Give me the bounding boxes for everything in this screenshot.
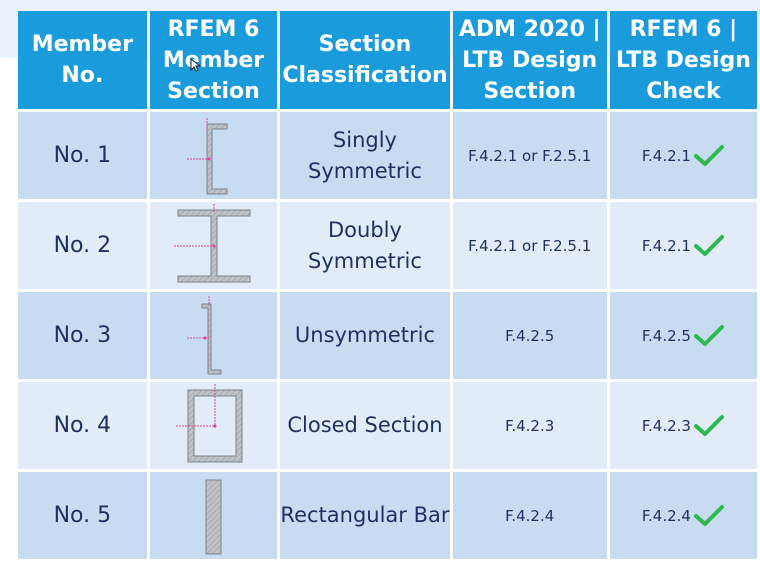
check-clause: F.4.2.1	[641, 146, 691, 165]
check-clause: F.4.2.3	[641, 416, 691, 435]
member-no: No. 2	[18, 202, 147, 289]
table-row: No. 1 Singly Symmetric F.4.2.1 or F.2.5.…	[18, 112, 757, 199]
section-classification: Rectangular Bar	[280, 472, 450, 559]
table-row: No. 2 Doubly Symmetric F.4.2.1 or F.2.5.…	[18, 202, 757, 289]
ltb-design-check: F.4.2.1	[609, 112, 757, 199]
header-row: Member No. RFEM 6 Member Section Section…	[18, 11, 757, 109]
ltb-design-check: F.4.2.4	[609, 472, 757, 559]
table-row: No. 4 Closed Section F.4.2.3 F.4.2.3	[18, 382, 757, 469]
check-icon	[693, 324, 725, 348]
table-row: No. 3 Unsymmetric F.4.2.5 F.4.2.5	[18, 292, 757, 379]
check-result: F.4.2.3	[642, 414, 725, 438]
section-cell	[149, 472, 278, 559]
check-icon	[693, 504, 725, 528]
check-result: F.4.2.1	[642, 234, 725, 258]
section-classification: Unsymmetric	[280, 292, 450, 379]
adm-design-section: F.4.2.5	[452, 292, 607, 379]
header-member-no: Member No.	[18, 11, 147, 109]
check-result: F.4.2.1	[642, 144, 725, 168]
member-no: No. 3	[18, 292, 147, 379]
i-beam-section-icon	[150, 203, 278, 288]
table-row: No. 5 Rectangular Bar F.4.2.4 F.4.2.4	[18, 472, 757, 559]
adm-design-section: F.4.2.3	[452, 382, 607, 469]
adm-design-section: F.4.2.1 or F.2.5.1	[452, 202, 607, 289]
member-no: No. 4	[18, 382, 147, 469]
section-cell	[149, 292, 278, 379]
channel-section-icon	[150, 114, 278, 198]
check-clause: F.4.2.4	[641, 506, 691, 525]
section-classification: Doubly Symmetric	[280, 202, 450, 289]
check-icon	[693, 414, 725, 438]
header-member-section: RFEM 6 Member Section	[149, 11, 278, 109]
check-icon	[693, 234, 725, 258]
box-section-icon	[150, 383, 278, 468]
check-clause: F.4.2.1	[641, 236, 691, 255]
member-no: No. 1	[18, 112, 147, 199]
member-no: No. 5	[18, 472, 147, 559]
header-adm-design-section: ADM 2020 | LTB Design Section	[452, 11, 607, 109]
header-section-classification: Section Classification	[280, 11, 450, 109]
section-classification: Closed Section	[280, 382, 450, 469]
adm-design-section: F.4.2.4	[452, 472, 607, 559]
header-ltb-design-check: RFEM 6 | LTB Design Check	[609, 11, 757, 109]
section-cell	[149, 202, 278, 289]
ltb-design-check: F.4.2.1	[609, 202, 757, 289]
mouse-cursor-icon	[190, 57, 202, 72]
section-classification: Singly Symmetric	[280, 112, 450, 199]
z-section-icon	[150, 294, 278, 378]
check-result: F.4.2.4	[642, 504, 725, 528]
rectangular-bar-icon	[150, 474, 278, 558]
ltb-design-check: F.4.2.3	[609, 382, 757, 469]
ltb-design-check: F.4.2.5	[609, 292, 757, 379]
adm-design-section: F.4.2.1 or F.2.5.1	[452, 112, 607, 199]
check-result: F.4.2.5	[642, 324, 725, 348]
section-cell	[149, 112, 278, 199]
section-cell	[149, 382, 278, 469]
ltb-design-table: Member No. RFEM 6 Member Section Section…	[15, 8, 760, 562]
check-icon	[693, 144, 725, 168]
check-clause: F.4.2.5	[641, 326, 691, 345]
